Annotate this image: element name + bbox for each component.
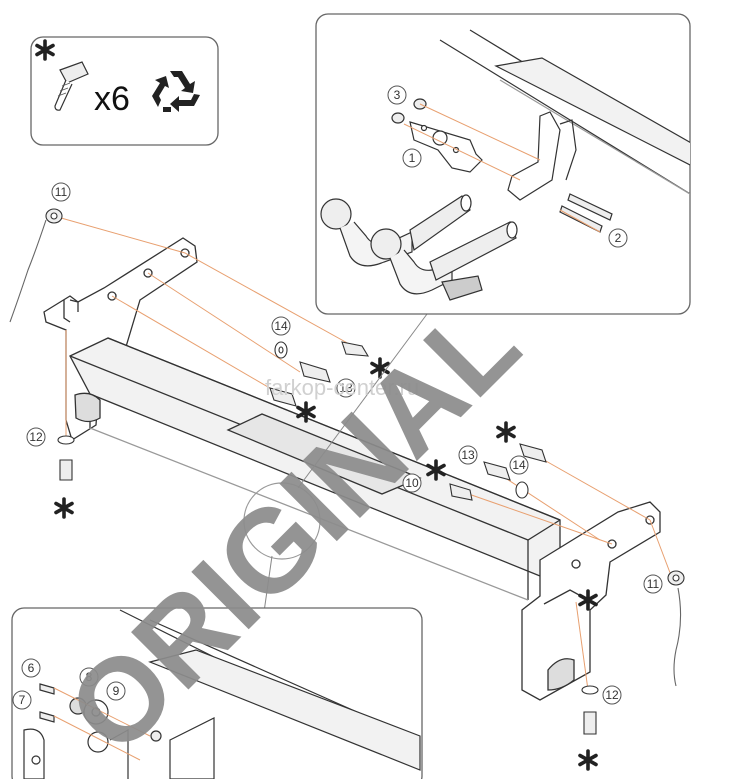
bolt-icon <box>341 341 370 357</box>
callout-6: 6 <box>28 661 35 675</box>
wire-icon <box>9 219 47 323</box>
callout-13-left: 13 <box>339 381 353 395</box>
quantity-label: x6 <box>94 80 130 118</box>
callout-14-left: 14 <box>274 319 288 333</box>
nut-icon-right <box>667 570 685 586</box>
flange-plate <box>409 121 483 173</box>
tow-ball-icon-2 <box>370 221 518 301</box>
callout-13-right: 13 <box>461 448 475 462</box>
callout-7: 7 <box>19 693 26 707</box>
callout-9: 9 <box>113 684 120 698</box>
recycle-icon <box>152 71 200 112</box>
callout-2: 2 <box>615 231 622 245</box>
callout-14-right: 14 <box>512 458 526 472</box>
callout-8: 8 <box>86 670 93 684</box>
callout-11-right: 11 <box>647 577 660 591</box>
site-watermark: farkop-center.ru <box>265 375 419 400</box>
fasteners <box>9 208 685 735</box>
hardware-legend: x6 <box>30 36 219 146</box>
callout-10: 10 <box>405 476 419 490</box>
callout-12-right: 12 <box>605 688 619 702</box>
top-detail-inset <box>315 13 691 315</box>
detail-magnifier <box>243 482 321 560</box>
callout-12-left: 12 <box>29 430 43 444</box>
callout-numbers: 11 3 1 2 14 13 12 13 14 10 11 12 6 7 8 9 <box>19 88 660 707</box>
callouts <box>12 85 663 710</box>
nut-icon <box>45 208 63 224</box>
callout-11-left: 11 <box>55 185 68 199</box>
bolt-icon <box>54 61 89 111</box>
washer-icon <box>274 341 288 359</box>
bottom-detail-inset <box>11 607 423 779</box>
mounting-bracket <box>507 111 561 201</box>
callout-3: 3 <box>394 88 401 102</box>
callout-1: 1 <box>409 151 416 165</box>
